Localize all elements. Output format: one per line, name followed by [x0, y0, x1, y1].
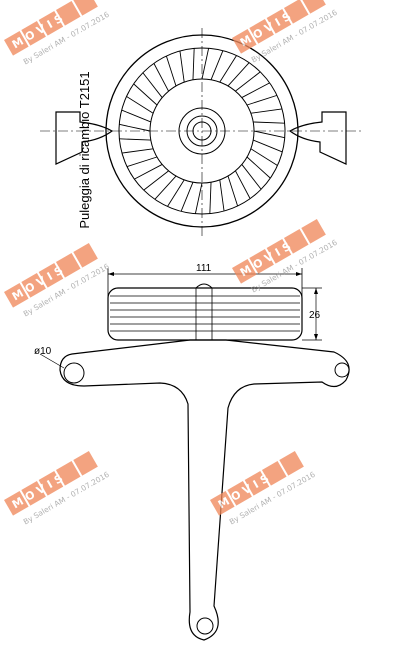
watermark-tile [21, 481, 46, 506]
spoke-line [133, 83, 158, 106]
spoke-line [209, 182, 212, 214]
watermark-tile [249, 249, 274, 274]
watermark-tile [249, 19, 274, 44]
watermark-tile [232, 29, 257, 54]
spoke-line [165, 55, 177, 87]
spoke-line [235, 71, 261, 92]
spoke-line [227, 62, 250, 87]
tensioner-arm [39, 339, 350, 641]
spoke-line [121, 109, 151, 123]
spoke-line [119, 138, 151, 141]
spoke-line [194, 182, 203, 214]
watermark-tile [283, 229, 309, 254]
spoke-line [121, 148, 154, 154]
drawing-caption: Puleggia di ricambio T2151 [77, 71, 93, 229]
spoke-line [126, 156, 158, 168]
watermark-tile [21, 273, 46, 298]
watermark-tile [301, 219, 326, 244]
dimension-height: 26 [309, 310, 321, 321]
watermark-tile [38, 263, 64, 288]
watermark-tile [73, 0, 98, 16]
dimension-width: 111 [196, 263, 212, 274]
spoke-line [153, 63, 169, 92]
watermark-tile [55, 1, 81, 26]
spoke-line [241, 82, 270, 98]
watermark-tile [244, 471, 270, 496]
spoke-line [253, 139, 283, 153]
spoke-line [119, 123, 151, 132]
spoke-line [253, 121, 285, 124]
spoke-line [154, 175, 177, 200]
spoke-line [143, 170, 169, 191]
watermark-tile [4, 491, 29, 516]
watermark-tile [266, 239, 292, 264]
watermark-tile [55, 461, 81, 486]
spoke-line [134, 164, 163, 180]
spoke-line [253, 130, 285, 139]
pulley-spokes [119, 48, 285, 214]
spoke-line [192, 48, 195, 80]
pulley-grooves [110, 295, 300, 332]
spoke-line [250, 148, 278, 166]
watermark-tile [279, 451, 304, 476]
watermark-tile [4, 283, 29, 308]
watermark-tile [261, 461, 287, 486]
watermark-tile [73, 451, 98, 476]
watermark-tile [232, 259, 257, 284]
watermark-tile [21, 21, 46, 46]
spoke-line [241, 164, 262, 190]
watermark-tile [266, 9, 292, 34]
spoke-line [210, 50, 224, 80]
watermark-tile [38, 11, 64, 36]
pulley-front-view [40, 28, 364, 236]
spoke-line [227, 175, 239, 207]
right-bracket [288, 111, 347, 165]
spoke-line [235, 170, 251, 199]
spoke-line [246, 156, 271, 179]
watermark-tile [283, 0, 309, 24]
watermark-tile [301, 0, 326, 14]
watermark-tile [73, 243, 98, 268]
spoke-line [180, 182, 194, 212]
spoke-line [179, 50, 185, 83]
watermark-tile [4, 31, 29, 56]
spoke-line [142, 72, 163, 98]
pulley-side-view [107, 268, 322, 341]
spoke-line [219, 55, 237, 83]
spoke-line [201, 48, 210, 80]
watermark-tile [227, 481, 252, 506]
watermark-tile [38, 471, 64, 496]
spoke-line [219, 179, 225, 212]
spoke-line [250, 108, 283, 114]
spoke-line [167, 179, 185, 207]
spoke-line [126, 96, 154, 114]
left-bracket [55, 111, 114, 165]
spoke-line [246, 94, 278, 106]
watermark-tile [55, 253, 81, 278]
dimension-bore: ø10 [34, 346, 52, 357]
watermark-tile [210, 491, 235, 516]
